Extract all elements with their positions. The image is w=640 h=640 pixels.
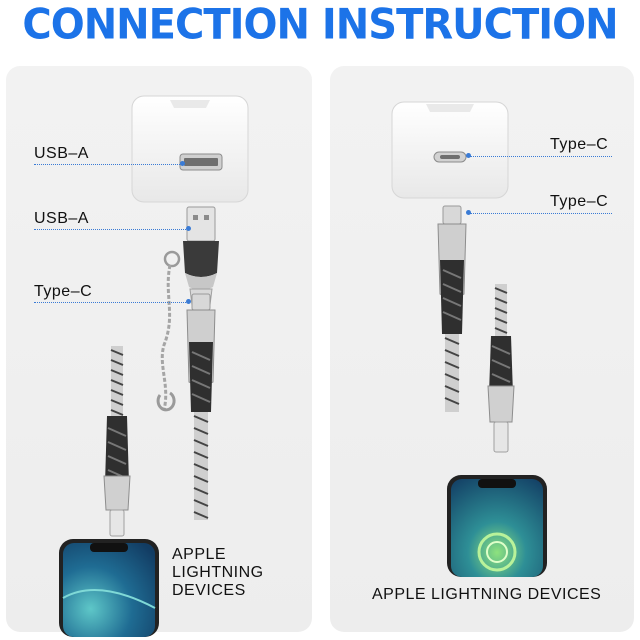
leader-line — [34, 164, 184, 165]
leader-dot — [186, 226, 191, 231]
iphone-device — [447, 475, 547, 577]
label-usb-a-charger: USB–A — [34, 145, 89, 162]
leader-dot — [186, 299, 191, 304]
leader-dot — [180, 161, 185, 166]
usb-a-to-type-c-adapter — [156, 206, 219, 412]
type-c-charger — [391, 101, 509, 199]
device-label-line2: LIGHTNING — [172, 564, 264, 581]
device-label-line1: APPLE — [172, 546, 227, 563]
leader-dot — [466, 210, 471, 215]
leader-dot — [466, 153, 471, 158]
leader-line — [34, 302, 190, 303]
leader-line — [34, 229, 190, 230]
leader-line — [470, 156, 612, 157]
label-type-c-charger: Type–C — [550, 136, 609, 153]
iphone-device — [59, 539, 159, 637]
page-title: CONNECTION INSTRUCTION — [22, 0, 618, 50]
lightning-cable — [103, 346, 131, 537]
label-type-c-cable: Type–C — [550, 193, 609, 210]
label-type-c: Type–C — [34, 283, 93, 300]
usb-a-charger — [131, 95, 249, 203]
lightning-cable — [487, 284, 515, 453]
device-label-line3: DEVICES — [172, 582, 246, 599]
leader-line — [470, 213, 612, 214]
type-c-cable — [437, 205, 467, 412]
label-usb-a-adapter: USB–A — [34, 210, 89, 227]
device-label: APPLE LIGHTNING DEVICES — [372, 586, 602, 603]
type-c-cable-end — [186, 293, 216, 520]
